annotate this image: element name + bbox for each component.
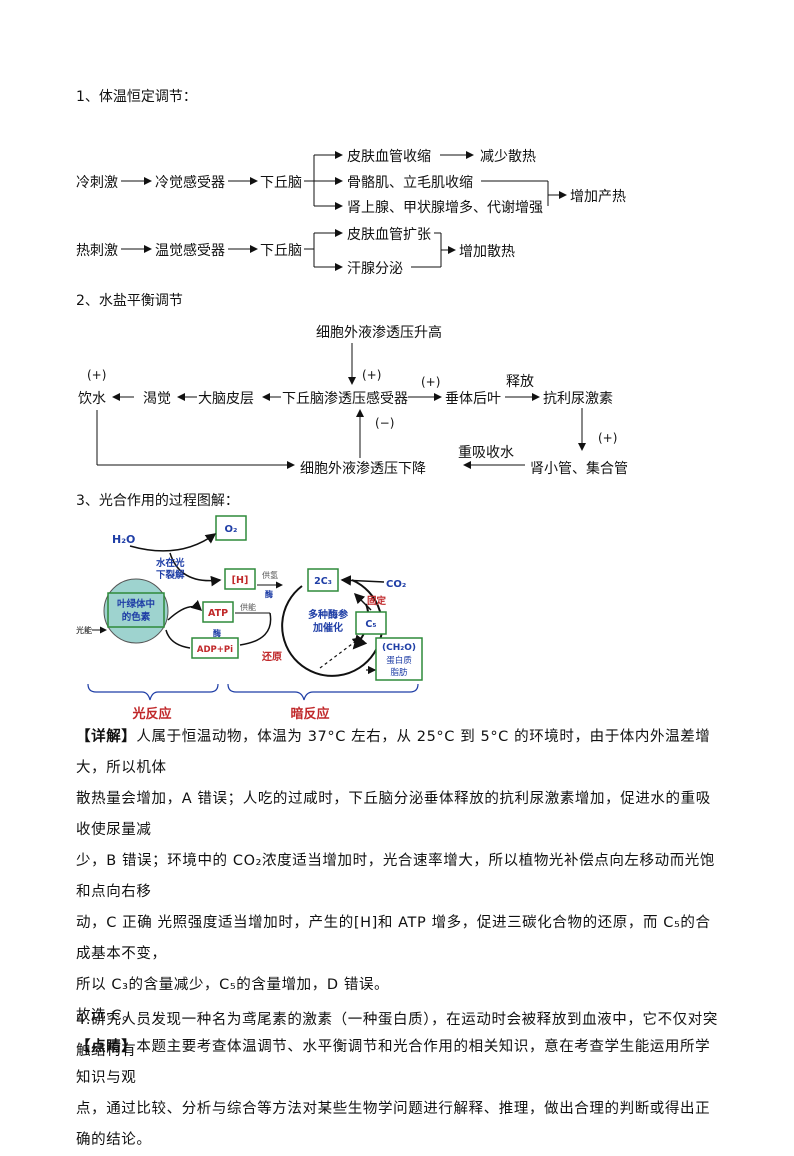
- reduce-heat-loss: 减少散热: [480, 149, 536, 165]
- dark-reaction-label: 暗反应: [290, 706, 329, 722]
- adh: 抗利尿激素: [543, 391, 613, 407]
- o2-box: [215, 515, 247, 541]
- cold-receptor: 冷觉感受器: [155, 175, 225, 191]
- water-arrows: [96, 343, 586, 469]
- c5-box: [355, 611, 387, 635]
- fixation-label: 固定: [367, 595, 387, 607]
- minus-sign: (−): [375, 416, 395, 430]
- water-split-label: 下裂解: [156, 569, 185, 581]
- increase-heat-loss: 增加散热: [459, 244, 515, 260]
- detail-line: 散热量会增加，A 错误；人吃的过咸时，下丘脑分泌垂体释放的抗利尿激素增加，促进水…: [76, 791, 711, 838]
- light-reaction-label: 光反应: [131, 706, 171, 722]
- protein-label: 蛋白质: [386, 655, 412, 666]
- osmotic-pressure-fall: 细胞外液渗透压下降: [300, 461, 426, 477]
- c3-label: 2C₃: [314, 576, 332, 587]
- detail-line: 所以 C₃的含量减少，C₅的含量增加，D 错误。: [76, 977, 390, 993]
- release-label: 释放: [506, 374, 534, 390]
- pigment-label: 叶绿体中: [117, 598, 155, 610]
- comment-tag: 【点睛】: [76, 1039, 137, 1055]
- hypothalamus: 下丘脑: [260, 175, 302, 191]
- heat-stimulus: 热刺激: [76, 243, 118, 259]
- drink-water: 饮水: [78, 391, 106, 407]
- thirst: 渴觉: [143, 391, 171, 407]
- adp-box: [191, 637, 239, 659]
- section-title-thermo: 1、体温恒定调节：: [76, 89, 197, 105]
- enzymes-label: 加催化: [312, 621, 343, 634]
- pigment-box: [107, 592, 165, 628]
- warm-receptor: 温觉感受器: [155, 243, 225, 259]
- hormone-increase: 肾上腺、甲状腺增多、代谢增强: [347, 200, 543, 216]
- vasoconstriction: 皮肤血管收缩: [347, 149, 431, 165]
- h-label: [H]: [232, 575, 249, 586]
- fat-label: 脂肪: [390, 667, 408, 678]
- renal-tubule: 肾小管、集合管: [530, 461, 628, 477]
- muscle-contraction: 骨骼肌、立毛肌收缩: [347, 175, 473, 191]
- c3-box: [307, 568, 339, 592]
- adp-label: ADP+Pi: [197, 645, 233, 655]
- question-4: 4.研究人员发现一种名为鸢尾素的激素（一种蛋白质），在运动时会被释放到血液中，它…: [76, 1005, 724, 1067]
- osmotic-pressure-rise: 细胞外液渗透压升高: [316, 325, 442, 341]
- answer-line: 故选 C。: [76, 1008, 138, 1024]
- atp-box: [202, 601, 234, 623]
- comment-line: 点，通过比较、分析与综合等方法对某些生物学问题进行解释、推理，做出合理的判断或得…: [76, 1101, 711, 1148]
- sweat-secretion: 汗腺分泌: [347, 261, 403, 277]
- reabsorb-water: 重吸收水: [458, 445, 514, 461]
- water-split-label: 水在光: [156, 557, 185, 569]
- light-energy-label: 光能: [76, 625, 92, 635]
- plus-sign: (+): [598, 431, 618, 445]
- h-box: [224, 568, 256, 590]
- increase-heat-production: 增加产热: [570, 189, 626, 205]
- supply-h-label: 供氢: [262, 570, 278, 580]
- detail-paragraph: 【详解】人属于恒温动物，体温为 37°C 左右，从 25°C 到 5°C 的环境…: [76, 722, 724, 1156]
- reduction-label: 还原: [261, 650, 282, 663]
- plus-sign: (+): [421, 375, 441, 389]
- section-title-photosynthesis: 3、光合作用的过程图解：: [76, 493, 239, 509]
- c5-label: C₅: [365, 619, 376, 630]
- enzyme-label: 酶: [213, 628, 221, 638]
- o2-label: O₂: [225, 524, 238, 535]
- enzyme-label: 酶: [265, 589, 273, 599]
- detail-line: 人属于恒温动物，体温为 37°C 左右，从 25°C 到 5°C 的环境时，由于…: [76, 729, 711, 776]
- detail-line: 动，C 正确 光照强度适当增加时，产生的[H]和 ATP 增多，促进三碳化合物的…: [76, 915, 711, 962]
- detail-tag: 【详解】: [76, 729, 137, 745]
- section-title-water: 2、水盐平衡调节: [76, 293, 183, 309]
- thermo-arrows: [121, 151, 567, 271]
- cerebral-cortex: 大脑皮层: [198, 391, 254, 407]
- supply-energy-label: 供能: [240, 602, 256, 612]
- osmoreceptor: 下丘脑渗透压感受器: [282, 391, 408, 407]
- photosynthesis-diagram: 叶绿体中 的色素 光能 H₂O O₂ 水在光 下裂解 [H] 供氢 酶 ATP …: [76, 515, 423, 722]
- comment-line: 本题主要考查体温调节、水平衡调节和光合作用的相关知识，意在考查学生能运用所学知识…: [76, 1039, 711, 1086]
- question-4-text: 4.研究人员发现一种名为鸢尾素的激素（一种蛋白质），在运动时会被释放到血液中，它…: [76, 1012, 718, 1059]
- h2o-label: H₂O: [112, 533, 135, 546]
- hypothalamus: 下丘脑: [260, 243, 302, 259]
- posterior-pituitary: 垂体后叶: [445, 391, 501, 407]
- products-box: [375, 637, 423, 681]
- pigment-label: 的色素: [122, 611, 151, 623]
- vasodilation: 皮肤血管扩张: [347, 227, 431, 243]
- atp-label: ATP: [208, 608, 228, 619]
- carbohydrate-label: (CH₂O): [382, 643, 416, 653]
- co2-label: CO₂: [386, 579, 406, 590]
- cold-stimulus: 冷刺激: [76, 175, 118, 191]
- plus-sign: (+): [362, 368, 382, 382]
- plus-sign: (+): [87, 368, 107, 382]
- enzymes-label: 多种酶参: [308, 608, 348, 621]
- detail-line: 少，B 错误；环境中的 CO₂浓度适当增加时，光合速率增大，所以植物光补偿点向左…: [76, 853, 716, 900]
